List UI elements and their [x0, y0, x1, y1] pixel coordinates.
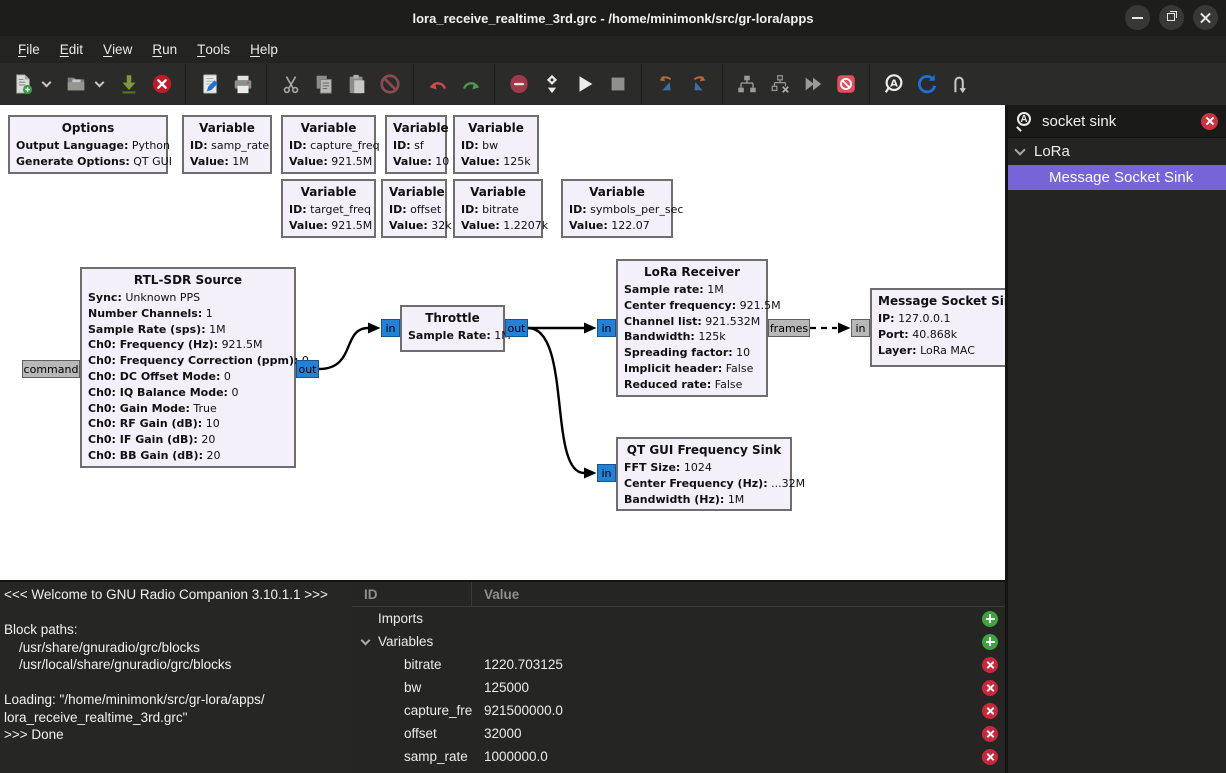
kill-flowgraph-icon[interactable] [831, 69, 860, 99]
svg-text:A: A [890, 78, 898, 89]
column-header-value: Value [484, 586, 520, 602]
block-variable-bw[interactable]: Variable ID: bw Value: 125k [453, 115, 539, 174]
port-lora-in[interactable]: in [597, 319, 616, 337]
close-flowgraph-icon[interactable] [147, 69, 176, 99]
block-options[interactable]: Options Output Language: Python Generate… [8, 115, 172, 174]
undo-icon[interactable] [423, 69, 452, 99]
rotate-cw-icon[interactable] [684, 69, 713, 99]
table-row-offset[interactable]: offset 32000 [352, 722, 1005, 745]
table-row-bitrate[interactable]: bitrate 1220.703125 [352, 653, 1005, 676]
block-variable-samp-rate[interactable]: Variable ID: samp_rate Value: 1M [182, 115, 272, 174]
remove-variable-button[interactable] [982, 725, 998, 742]
variables-table-header: ID Value [352, 582, 1005, 607]
clear-search-icon[interactable] [1201, 112, 1218, 130]
table-row-samp-rate[interactable]: samp_rate 1000000.0 [352, 745, 1005, 768]
open-folder-icon[interactable] [61, 69, 90, 99]
block-message-socket-sink[interactable]: Message Socket Sink IP: 127.0.0.1 Port: … [870, 288, 1005, 367]
port-command[interactable]: command [22, 360, 80, 378]
block-throttle[interactable]: Throttle Sample Rate: 1M [400, 305, 511, 352]
block-qtgui-frequency-sink[interactable]: QT GUI Frequency Sink FFT Size: 1024 Cen… [616, 437, 805, 512]
port-lora-frames[interactable]: frames [768, 319, 810, 337]
add-variable-button[interactable] [982, 633, 998, 650]
save-icon[interactable] [114, 69, 143, 99]
print-icon[interactable] [228, 69, 257, 99]
connection-rtlsdr-throttle[interactable] [318, 326, 369, 371]
find-block-icon[interactable]: A [879, 69, 908, 99]
table-row-variables[interactable]: Variables [352, 630, 1005, 653]
horizontal-splitter[interactable] [0, 580, 1005, 582]
reload-blocks-icon[interactable] [912, 69, 941, 99]
remove-variable-button[interactable] [982, 748, 998, 765]
table-row-bw[interactable]: bw 125000 [352, 676, 1005, 699]
open-hier-block-icon[interactable] [765, 69, 794, 99]
flowgraph-canvas[interactable]: Options Output Language: Python Generate… [0, 105, 1005, 580]
stop-flowgraph-icon[interactable] [603, 69, 632, 99]
console-output: <<< Welcome to GNU Radio Companion 3.10.… [0, 582, 352, 773]
view-errors-icon[interactable] [504, 69, 533, 99]
title-bar[interactable]: lora_receive_realtime_3rd.grc - /home/mi… [0, 0, 1226, 36]
remove-variable-button[interactable] [982, 702, 998, 719]
chevron-down-icon [360, 635, 371, 645]
minimize-button[interactable] [1125, 5, 1150, 30]
block-variable-offset[interactable]: Variable ID: offset Value: 32k [381, 179, 452, 238]
tree-item-message-socket-sink[interactable]: Message Socket Sink [1008, 165, 1226, 190]
add-import-button[interactable] [982, 610, 998, 627]
tree-category-lora[interactable]: LoRa [1008, 138, 1226, 165]
execute-flowgraph-icon[interactable] [570, 69, 599, 99]
create-hier-block-icon[interactable] [732, 69, 761, 99]
chevron-down-icon [1014, 143, 1026, 156]
block-search-input[interactable] [1042, 112, 1201, 130]
block-library-panel: A LoRa Message Socket Sink [1008, 105, 1226, 773]
vertical-splitter[interactable] [1005, 105, 1008, 773]
port-socket-sink-in[interactable]: in [851, 319, 870, 337]
paste-icon[interactable] [342, 69, 371, 99]
column-header-id: ID [352, 582, 472, 606]
new-file-icon[interactable] [8, 69, 37, 99]
port-throttle-out[interactable]: out [505, 319, 528, 337]
snippet-arrow-icon[interactable] [945, 69, 974, 99]
redo-icon[interactable] [456, 69, 485, 99]
window-title: lora_receive_realtime_3rd.grc - /home/mi… [412, 10, 814, 26]
search-icon: A [1016, 112, 1034, 132]
restore-button[interactable] [1159, 5, 1184, 30]
block-variable-bitrate[interactable]: Variable ID: bitrate Value: 1.2207k [453, 179, 548, 238]
chevron-down-icon[interactable] [92, 69, 106, 99]
flowgraph-properties-icon[interactable] [537, 69, 566, 99]
port-freq-sink-in[interactable]: in [597, 464, 616, 482]
table-row-capture-freq[interactable]: capture_fre 921500000.0 [352, 699, 1005, 722]
block-variable-target-freq[interactable]: Variable ID: target_freq Value: 921.5M [281, 179, 376, 238]
block-search-bar[interactable]: A [1008, 105, 1226, 138]
copy-icon[interactable] [309, 69, 338, 99]
close-button[interactable] [1193, 5, 1218, 30]
table-row-imports[interactable]: Imports [352, 607, 1005, 630]
rotate-ccw-icon[interactable] [651, 69, 680, 99]
port-throttle-in[interactable]: in [381, 319, 400, 337]
port-rtlsdr-out[interactable]: out [296, 360, 319, 378]
remove-variable-button[interactable] [982, 679, 998, 696]
delete-icon[interactable] [375, 69, 404, 99]
block-lora-receiver[interactable]: LoRa Receiver Sample rate: 1M Center fre… [616, 259, 781, 397]
block-variable-sf[interactable]: Variable ID: sf Value: 10 [385, 115, 449, 174]
block-variable-symbols-per-sec[interactable]: Variable ID: symbols_per_sec Value: 122.… [561, 179, 683, 238]
connection-throttle-freq-sink[interactable] [527, 326, 585, 475]
generate-flowgraph-icon[interactable] [195, 69, 224, 99]
cut-icon[interactable] [276, 69, 305, 99]
toolbar: A [0, 63, 1226, 105]
fast-forward-icon[interactable] [798, 69, 827, 99]
block-rtlsdr-source[interactable]: RTL-SDR Source Sync: Unknown PPS Number … [80, 267, 309, 468]
variables-panel: ID Value Imports Variables bitrate 1220.… [352, 582, 1005, 773]
remove-variable-button[interactable] [982, 656, 998, 673]
chevron-down-icon[interactable] [39, 69, 53, 99]
block-variable-capture-freq[interactable]: Variable ID: capture_freq Value: 921.5M [281, 115, 380, 174]
